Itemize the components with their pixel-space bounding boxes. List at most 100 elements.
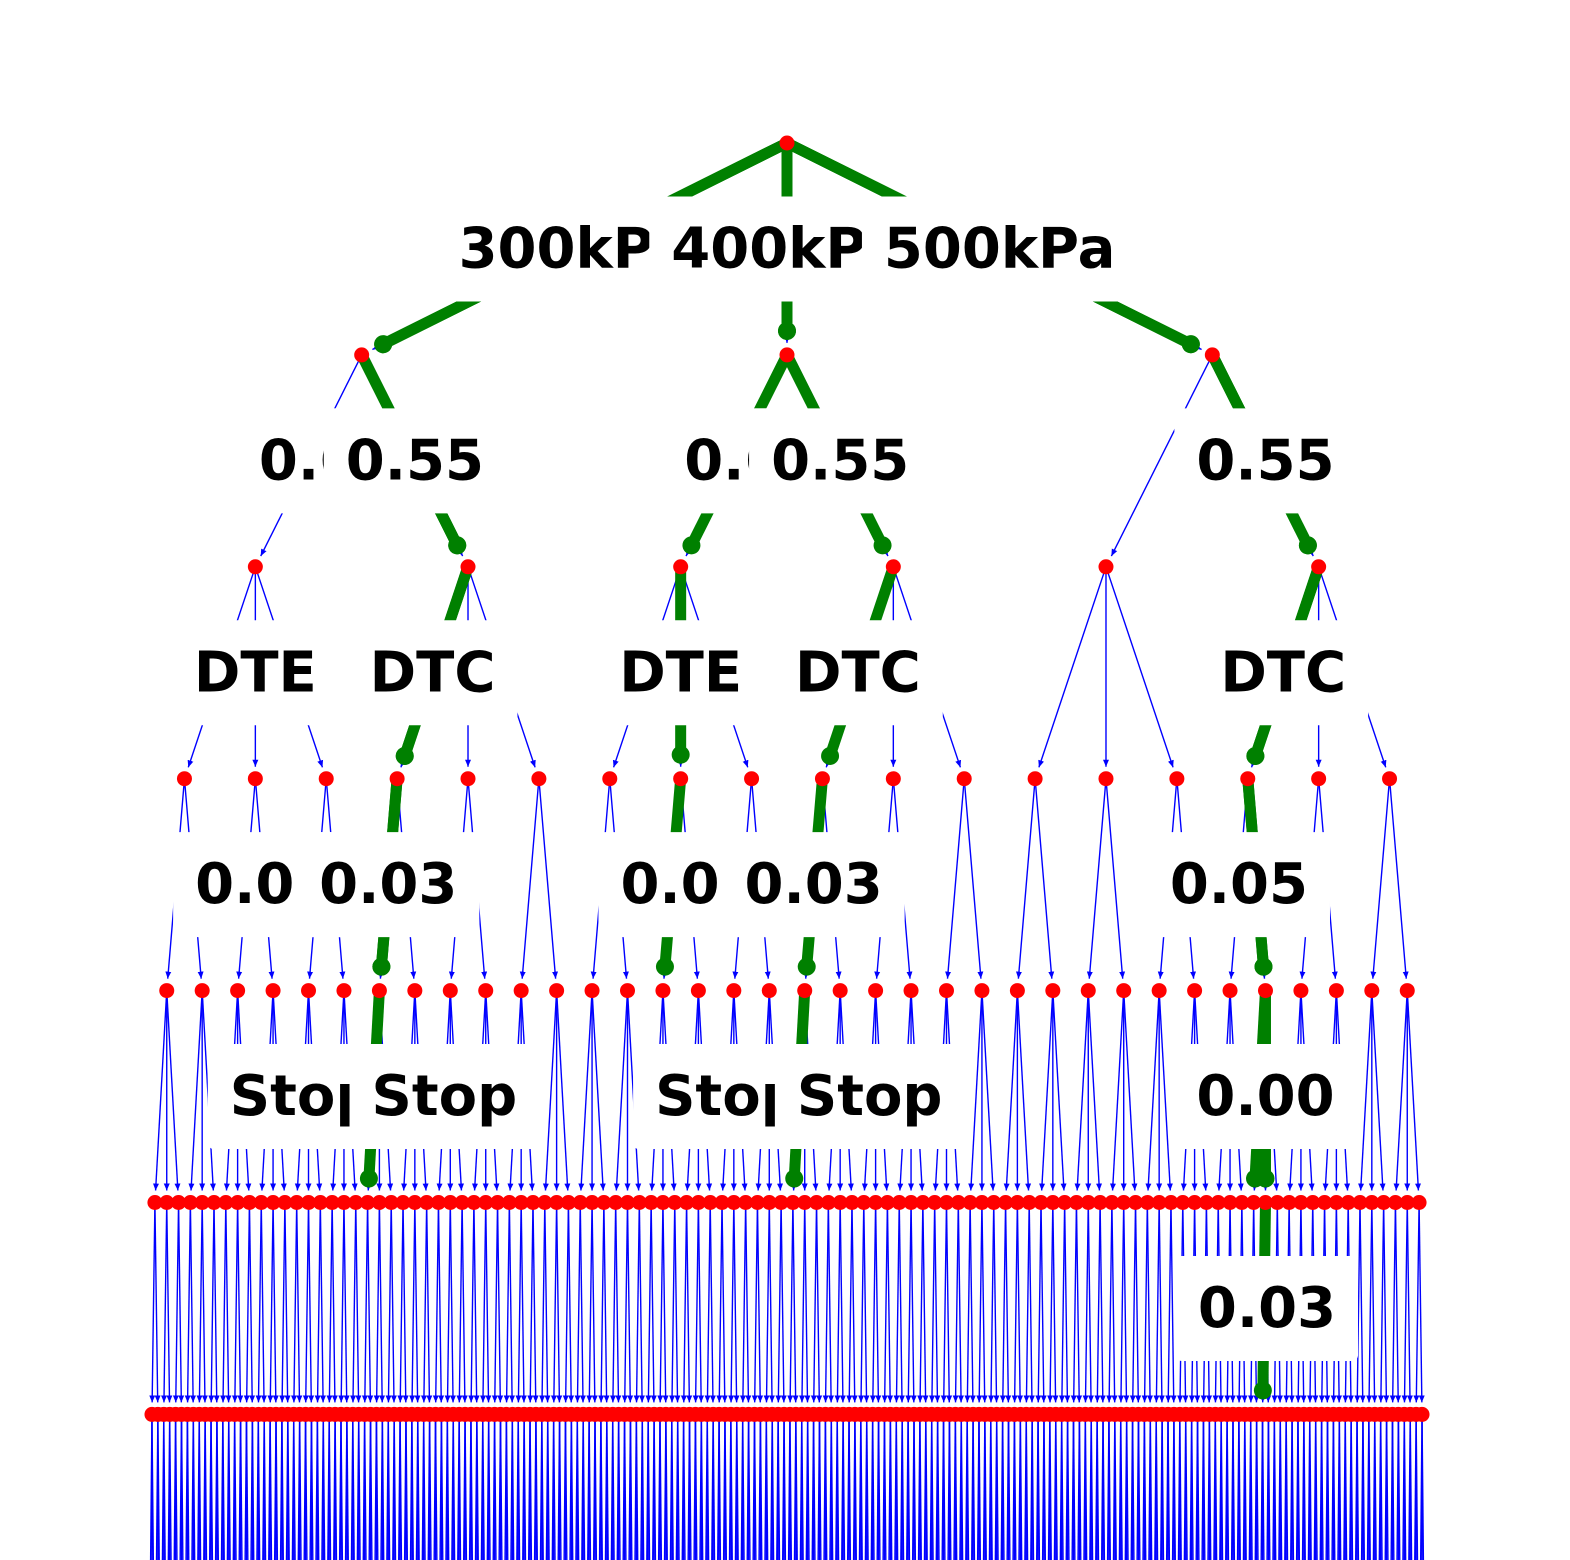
tree-edge <box>213 1202 220 1403</box>
tree-node <box>466 1195 482 1210</box>
label-box <box>774 1044 965 1150</box>
tree-node <box>761 983 777 999</box>
tree-node <box>371 1195 387 1210</box>
tree-edge <box>452 1414 456 1560</box>
tree-edge <box>968 990 983 1191</box>
tree-node <box>1163 1195 1179 1210</box>
tree-edge <box>480 1202 487 1403</box>
tree-edge <box>889 1414 893 1560</box>
tree-edge <box>307 1202 315 1403</box>
tree-node <box>673 559 689 575</box>
tree-edge <box>508 1202 516 1403</box>
tree-node <box>690 1195 706 1210</box>
tree-edge <box>417 1414 420 1560</box>
tree-edge <box>1120 1414 1123 1560</box>
tree-edge <box>314 1202 322 1403</box>
tree-edge <box>787 1202 794 1403</box>
tree-node <box>832 1195 848 1210</box>
tree-edge <box>614 1202 622 1403</box>
tree-node <box>253 1195 269 1210</box>
tree-node <box>939 1195 954 1210</box>
tree-edge <box>1250 1414 1253 1560</box>
tree-edge <box>969 1202 976 1403</box>
tree-node <box>194 1195 210 1210</box>
label-box <box>297 832 480 938</box>
tree-edge <box>771 1414 775 1560</box>
tree-edge <box>851 1202 858 1403</box>
tree-edge <box>539 1202 546 1403</box>
tree-edge <box>1143 1414 1147 1560</box>
branch-label: 0.03 <box>297 832 480 938</box>
tree-edge <box>547 1414 550 1560</box>
tree-node <box>419 1195 435 1210</box>
tree-node <box>1098 559 1114 575</box>
tree-node <box>1305 1195 1321 1210</box>
tree-edge <box>1255 1414 1259 1560</box>
tree-edge <box>414 1202 421 1403</box>
tree-edge <box>1137 1414 1141 1560</box>
tree-edge <box>188 990 203 1191</box>
tree-edge <box>493 1414 497 1560</box>
tree-edge <box>945 1202 953 1403</box>
tree-edge <box>954 1414 958 1560</box>
tree-node <box>1128 1195 1144 1210</box>
tree-node <box>1045 1195 1061 1210</box>
tree-edge <box>248 1202 256 1403</box>
tree-edge <box>1267 1414 1271 1560</box>
tree-edge <box>1362 1414 1366 1560</box>
tree-edge <box>925 1414 928 1560</box>
branch-label-text: 0.55 <box>771 428 909 493</box>
tree-edge <box>653 1414 657 1560</box>
tree-node <box>1139 1195 1155 1210</box>
tree-edge <box>1261 1414 1265 1560</box>
tree-edge <box>1134 1202 1142 1403</box>
tree-edge <box>818 1414 822 1560</box>
tree-edge <box>1102 1414 1106 1560</box>
tree-edge <box>423 1414 426 1560</box>
tree-edge <box>886 1202 894 1403</box>
tree-edge <box>198 1414 202 1560</box>
tree-edge <box>768 1202 775 1403</box>
tree-edge <box>626 1202 634 1403</box>
tree-edge <box>1019 1414 1023 1560</box>
branch-label-text: 0.55 <box>346 428 484 493</box>
label-box <box>597 620 765 726</box>
tree-edge <box>1146 1202 1154 1403</box>
tree-edge <box>192 1414 196 1560</box>
tree-edge <box>201 1202 208 1403</box>
tree-node <box>1175 1195 1191 1210</box>
tree-edge <box>532 1202 539 1403</box>
tree-edge <box>650 1202 657 1403</box>
highlight-arrowhead <box>1181 335 1200 354</box>
tree-edge <box>390 1202 397 1403</box>
tree-edge <box>420 1202 428 1403</box>
tree-edge <box>505 1414 509 1560</box>
tree-node <box>194 983 210 999</box>
branch-label: 0.55 <box>1174 408 1357 514</box>
tree-node <box>1311 559 1327 575</box>
tree-edge <box>1141 1202 1149 1403</box>
tree-edge <box>189 1202 197 1403</box>
tree-node <box>572 1195 588 1210</box>
tree-node <box>176 771 192 787</box>
tree-edge <box>1109 990 1125 1191</box>
tree-node <box>1009 983 1025 999</box>
tree-edge <box>621 1202 629 1403</box>
tree-edge <box>1397 1414 1401 1560</box>
tree-node <box>974 1195 990 1210</box>
tree-edge <box>1047 1202 1054 1403</box>
tree-edge <box>1025 1414 1029 1560</box>
tree-edge <box>291 1202 298 1403</box>
tree-edge <box>1214 1414 1218 1560</box>
tree-edge <box>319 1202 327 1403</box>
tree-edge <box>340 1414 344 1560</box>
tree-edge <box>641 1414 645 1560</box>
tree-node <box>1399 1195 1415 1210</box>
tree-edge <box>397 1202 404 1403</box>
tree-edge <box>612 1414 615 1560</box>
tree-edge <box>1401 1202 1408 1403</box>
tree-edge <box>1344 1414 1348 1560</box>
tree-edge <box>957 1202 965 1403</box>
tree-node <box>1328 1195 1344 1210</box>
tree-node <box>667 1195 683 1210</box>
